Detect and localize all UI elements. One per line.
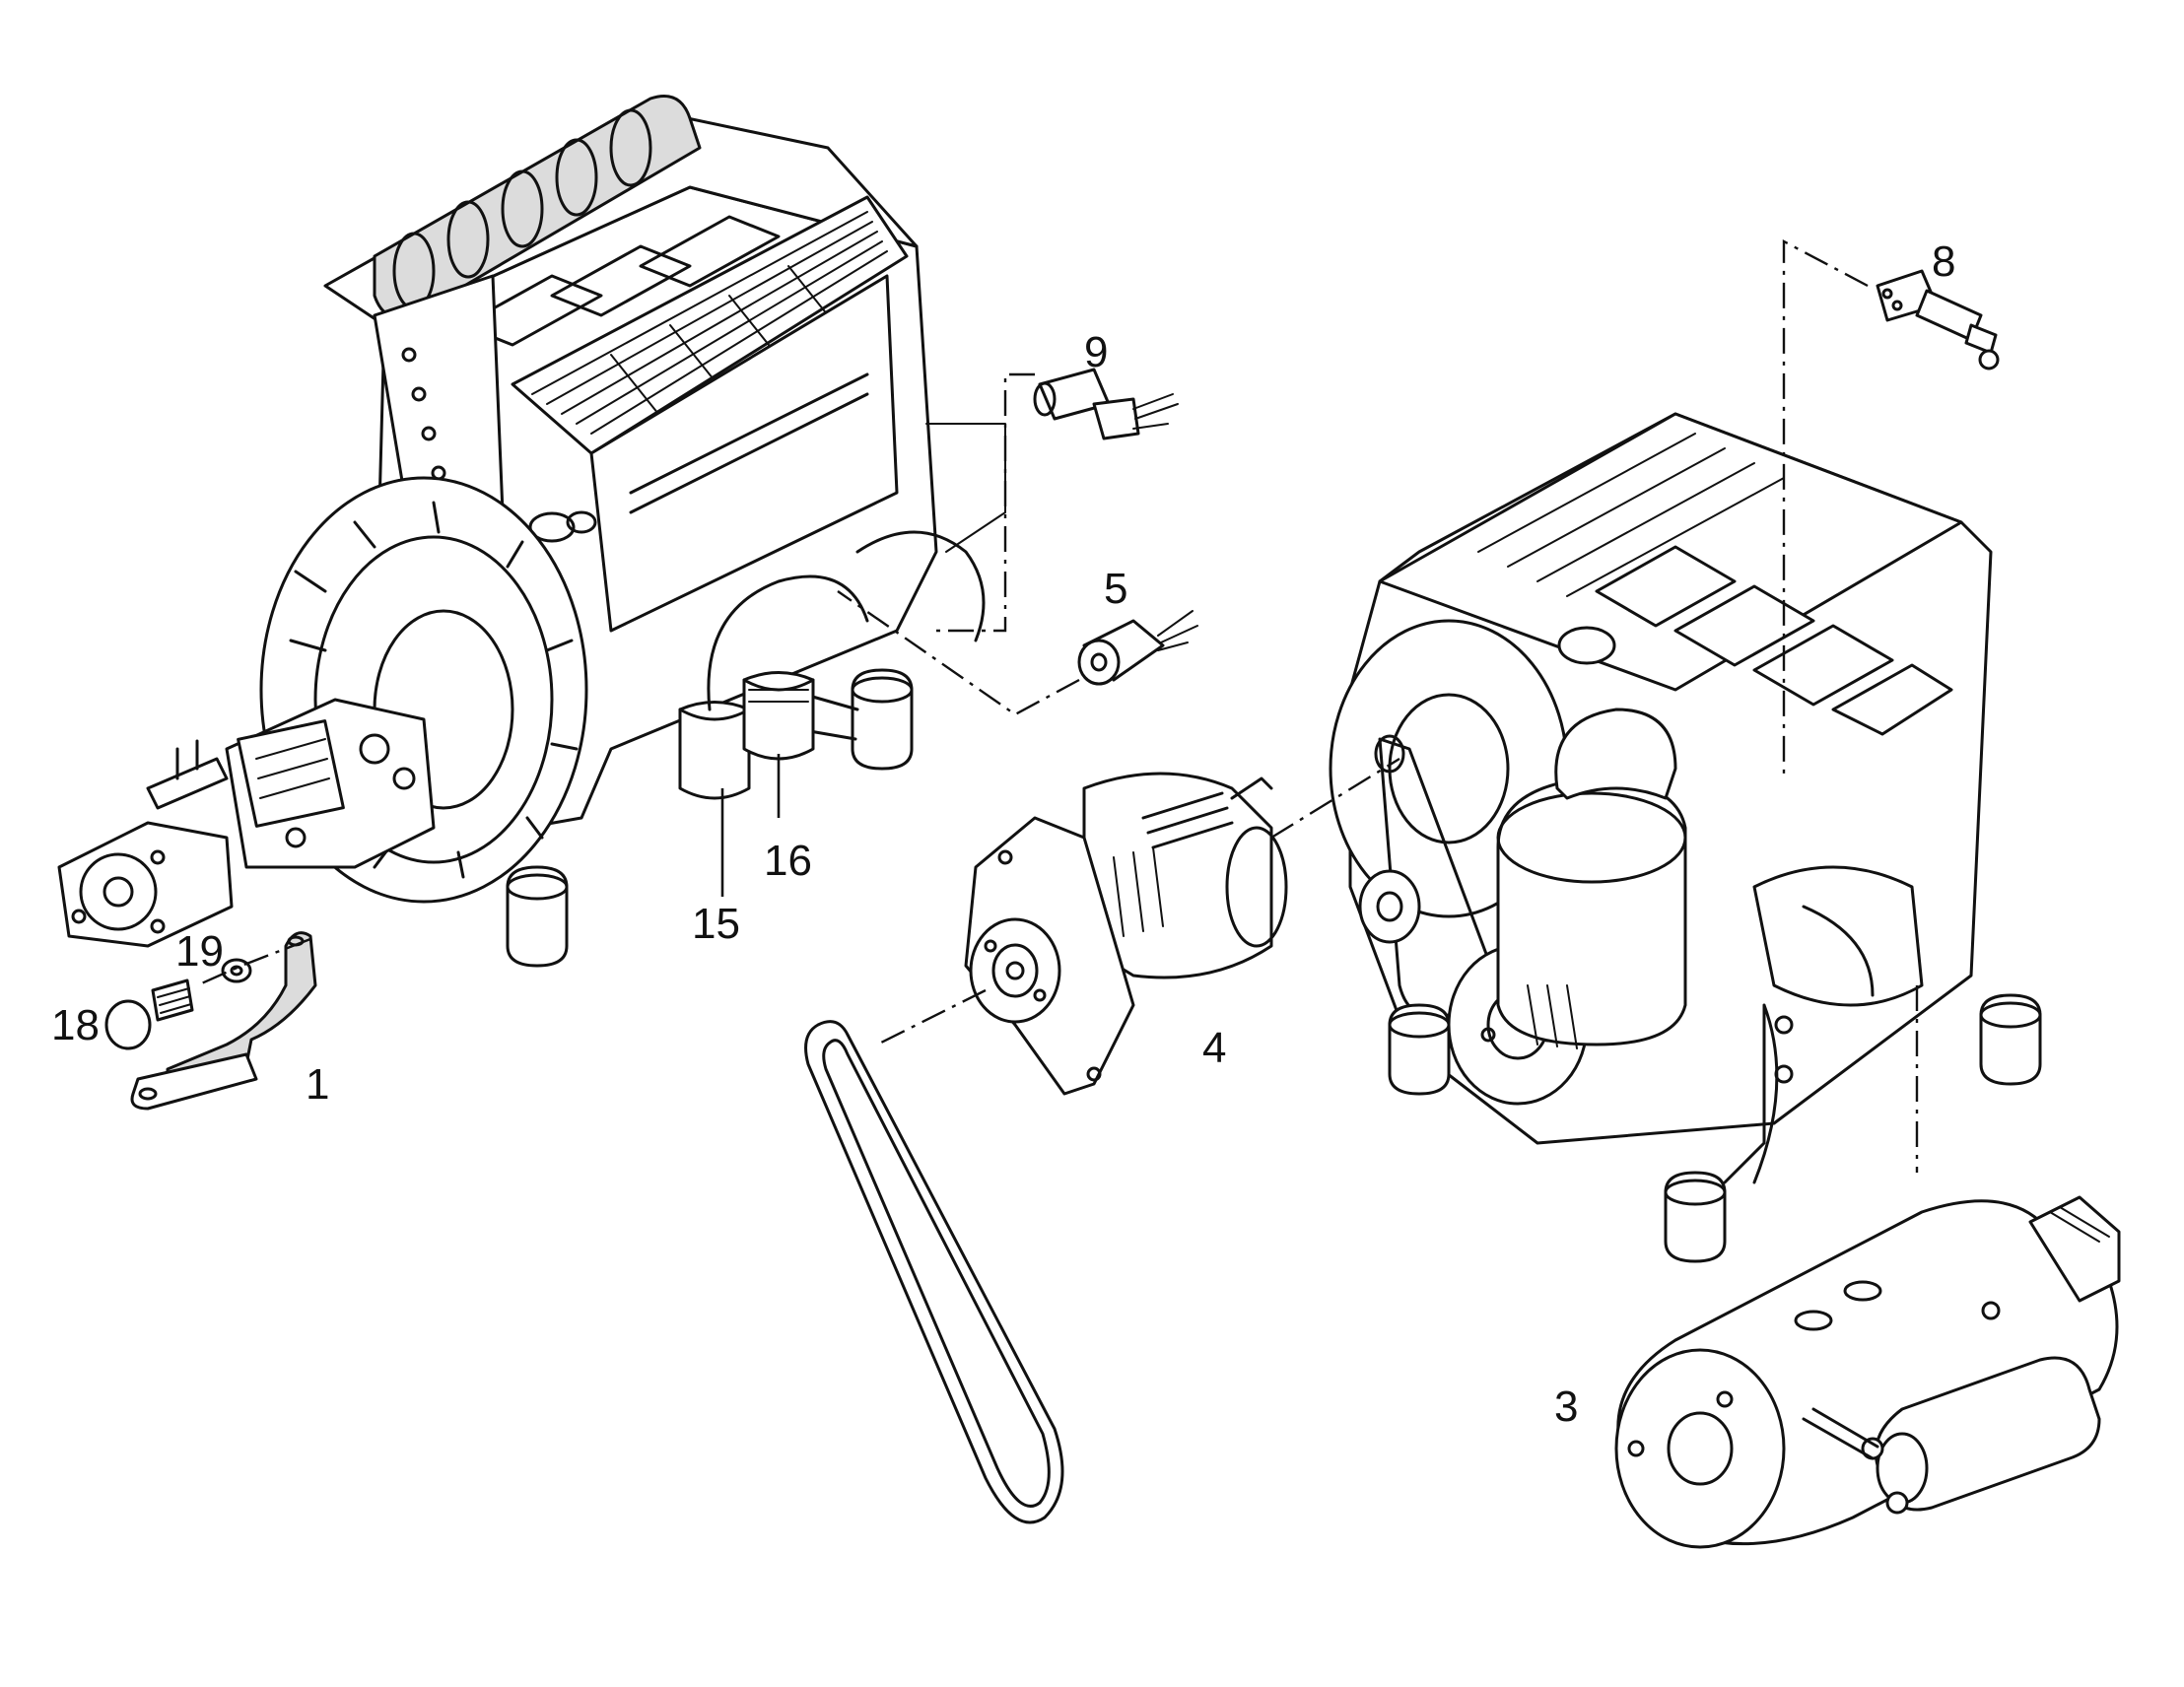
callout-18: 18 [51,1001,100,1049]
cooling-fins [511,195,909,455]
alternator-dash-line [1270,757,1400,840]
ground-strap [130,931,317,1111]
v-belt [804,1020,1064,1524]
alternator [964,772,1288,1096]
callout-1: 1 [306,1060,329,1109]
callout-15: 15 [692,900,740,948]
air-filter [1496,708,1687,1049]
sensor5-dash-line [837,590,1080,716]
right-engine [1329,412,2042,1263]
oil-pressure-switch [1033,368,1179,440]
callout-5: 5 [1104,565,1127,613]
hydraulic-pump-assembly [57,698,436,948]
exhaust-manifold [373,95,702,319]
callout-8: 8 [1932,237,1955,286]
callout-4: 4 [1202,1024,1226,1072]
callout-9: 9 [1084,328,1108,376]
sensor8-dash-line [1782,239,1869,778]
oil-filter [742,671,815,761]
strap-dash-line [196,937,311,987]
belt-dash-line [876,988,987,1046]
callout-3: 3 [1554,1383,1578,1431]
temperature-sender [1077,610,1198,686]
left-engine [57,95,1006,968]
callout-16: 16 [764,837,812,885]
callout-19: 19 [175,927,224,976]
fuel-filter [678,701,751,800]
sensor9-dash-line [936,372,1035,633]
bolt [104,978,194,1050]
engine-mounts-left [506,668,914,968]
starter-motor [1614,1195,2121,1549]
temperature-switch [1876,269,2000,371]
